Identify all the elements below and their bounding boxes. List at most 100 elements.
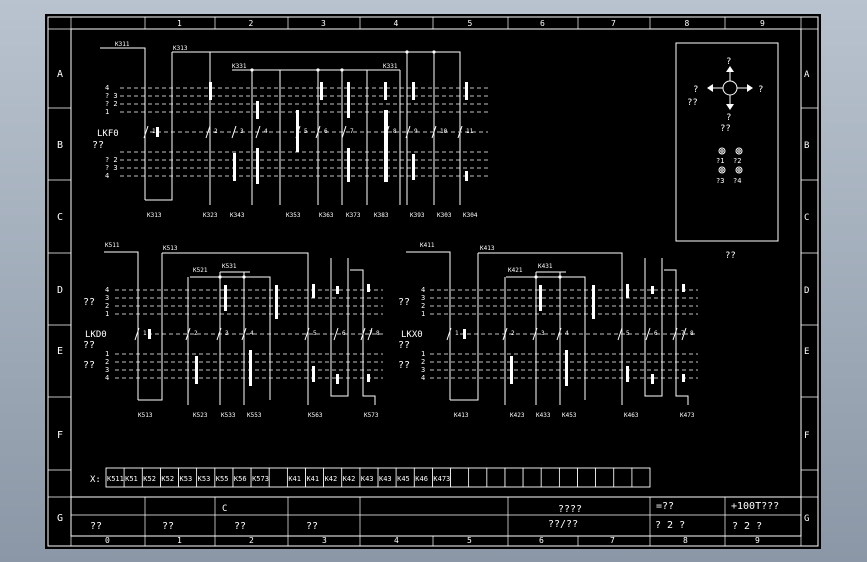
position-number-lower: ? 3 <box>105 164 118 172</box>
contact-number: 3 <box>541 330 545 337</box>
terminal-strip-prefix: X: <box>90 475 101 485</box>
lamp-label-1: ?1 <box>716 157 724 165</box>
position-number-lower: 2 <box>105 358 109 366</box>
terminal-label: K423 <box>510 412 525 419</box>
switch-contact <box>304 327 310 341</box>
drawing-name: ???? <box>558 504 582 515</box>
column-label-top: 5 <box>468 19 473 28</box>
terminal-cell-label: K45 <box>397 475 410 483</box>
column-label-bottom: 8 <box>683 536 688 545</box>
terminal-cell-label: K52 <box>143 475 156 483</box>
side-label-top: ?? <box>398 297 410 308</box>
terminal-cell-label: K53 <box>198 475 211 483</box>
wire-label: K411 <box>420 242 435 249</box>
terminal-label: K373 <box>346 212 361 219</box>
column-label-bottom: 4 <box>394 536 399 545</box>
terminal-label: K303 <box>437 212 452 219</box>
direction-panel-caption: ?? <box>725 251 736 261</box>
switch-label: LKX0 <box>401 330 423 340</box>
position-number-lower: 4 <box>105 374 109 382</box>
dir-right-label: ? <box>758 85 763 95</box>
position-number-lower: 2 <box>421 358 425 366</box>
column-label-bottom: 0 <box>105 536 110 545</box>
column-label-bottom: 5 <box>467 536 472 545</box>
contact-number: 9 <box>414 128 418 135</box>
position-number-upper: 3 <box>421 294 425 302</box>
drawing-subtitle: ??/?? <box>548 519 578 530</box>
position-number-lower: 1 <box>421 350 425 358</box>
contact-number: 5 <box>304 128 308 135</box>
switch-contact <box>360 327 366 341</box>
side-label-bottom: ?? <box>398 360 410 371</box>
terminal-label: K533 <box>221 412 236 419</box>
location-code: +100T??? <box>731 501 779 512</box>
terminal-label: K573 <box>364 412 379 419</box>
terminal-cell <box>631 467 651 488</box>
contact-number: 6 <box>342 330 346 337</box>
position-number-upper: 2 <box>105 302 109 310</box>
contact-number: 2 <box>511 330 515 337</box>
contact-number: 8 <box>393 128 397 135</box>
contact-number: 3 <box>225 330 229 337</box>
terminal-cell-label: K55 <box>216 475 229 483</box>
row-label-left: C <box>57 212 63 223</box>
terminal-cell-label: K573 <box>252 475 269 483</box>
contact-number: 5 <box>626 330 630 337</box>
switch-contact <box>431 125 437 139</box>
terminal-label: K473 <box>680 412 695 419</box>
contact-number: 1 <box>152 128 156 135</box>
position-number-upper: ? 2 <box>105 100 118 108</box>
contact-number: 1 <box>455 330 459 337</box>
wire-label: K413 <box>480 245 495 252</box>
column-label-top: 9 <box>760 19 765 28</box>
switch-contact <box>457 125 463 139</box>
switch-contact <box>645 327 651 341</box>
terminal-cell-label: K473 <box>433 475 450 483</box>
contact-number: 3 <box>240 128 244 135</box>
switch-contact <box>502 327 508 341</box>
terminal-cell-label: K56 <box>234 475 247 483</box>
switch-contact <box>681 327 687 341</box>
row-label-left: E <box>57 346 63 357</box>
column-label-bottom: 2 <box>249 536 254 545</box>
lamp-label-2: ?2 <box>733 157 741 165</box>
terminal-cell-label: K53 <box>180 475 193 483</box>
row-label-right: E <box>804 347 809 357</box>
row-label-right: A <box>804 70 810 80</box>
column-label-top: 2 <box>249 19 254 28</box>
position-number-lower: 4 <box>105 172 109 180</box>
terminal-label: K313 <box>147 212 162 219</box>
position-number-upper: 1 <box>105 310 109 318</box>
row-label-left: F <box>57 430 63 441</box>
column-label-top: 6 <box>540 19 545 28</box>
equipment-label: =?? <box>656 501 674 512</box>
direction-panel: ? ? ? ?? ? ?? ?1 ?2 ?3 ?4 ?? <box>675 42 779 261</box>
contact-number: 2 <box>214 128 218 135</box>
terminal-label: K363 <box>319 212 334 219</box>
column-label-top: 1 <box>177 19 182 28</box>
dir-down-sub-label: ?? <box>720 124 731 134</box>
switch-label: LKD0 <box>85 330 107 340</box>
contact-number: 4 <box>264 128 268 135</box>
terminal-cell-label: K41 <box>306 475 319 483</box>
row-label-left: D <box>57 285 63 296</box>
switch-contact <box>231 125 237 139</box>
switch-label: LKF0 <box>97 129 119 139</box>
switch-contact <box>255 125 261 139</box>
contact-number: 4 <box>565 330 569 337</box>
title-cell-c: C <box>222 504 227 514</box>
row-label-right: F <box>804 431 809 441</box>
column-label-bottom: 6 <box>539 536 544 545</box>
switch-contact <box>143 125 149 139</box>
wire-label: K521 <box>193 267 208 274</box>
switch-contact <box>333 327 339 341</box>
switch-contact <box>205 125 211 139</box>
title-bottom-cell-3: ?? <box>234 521 246 532</box>
side-label-mid: ?? <box>398 340 410 351</box>
terminal-label: K553 <box>247 412 262 419</box>
